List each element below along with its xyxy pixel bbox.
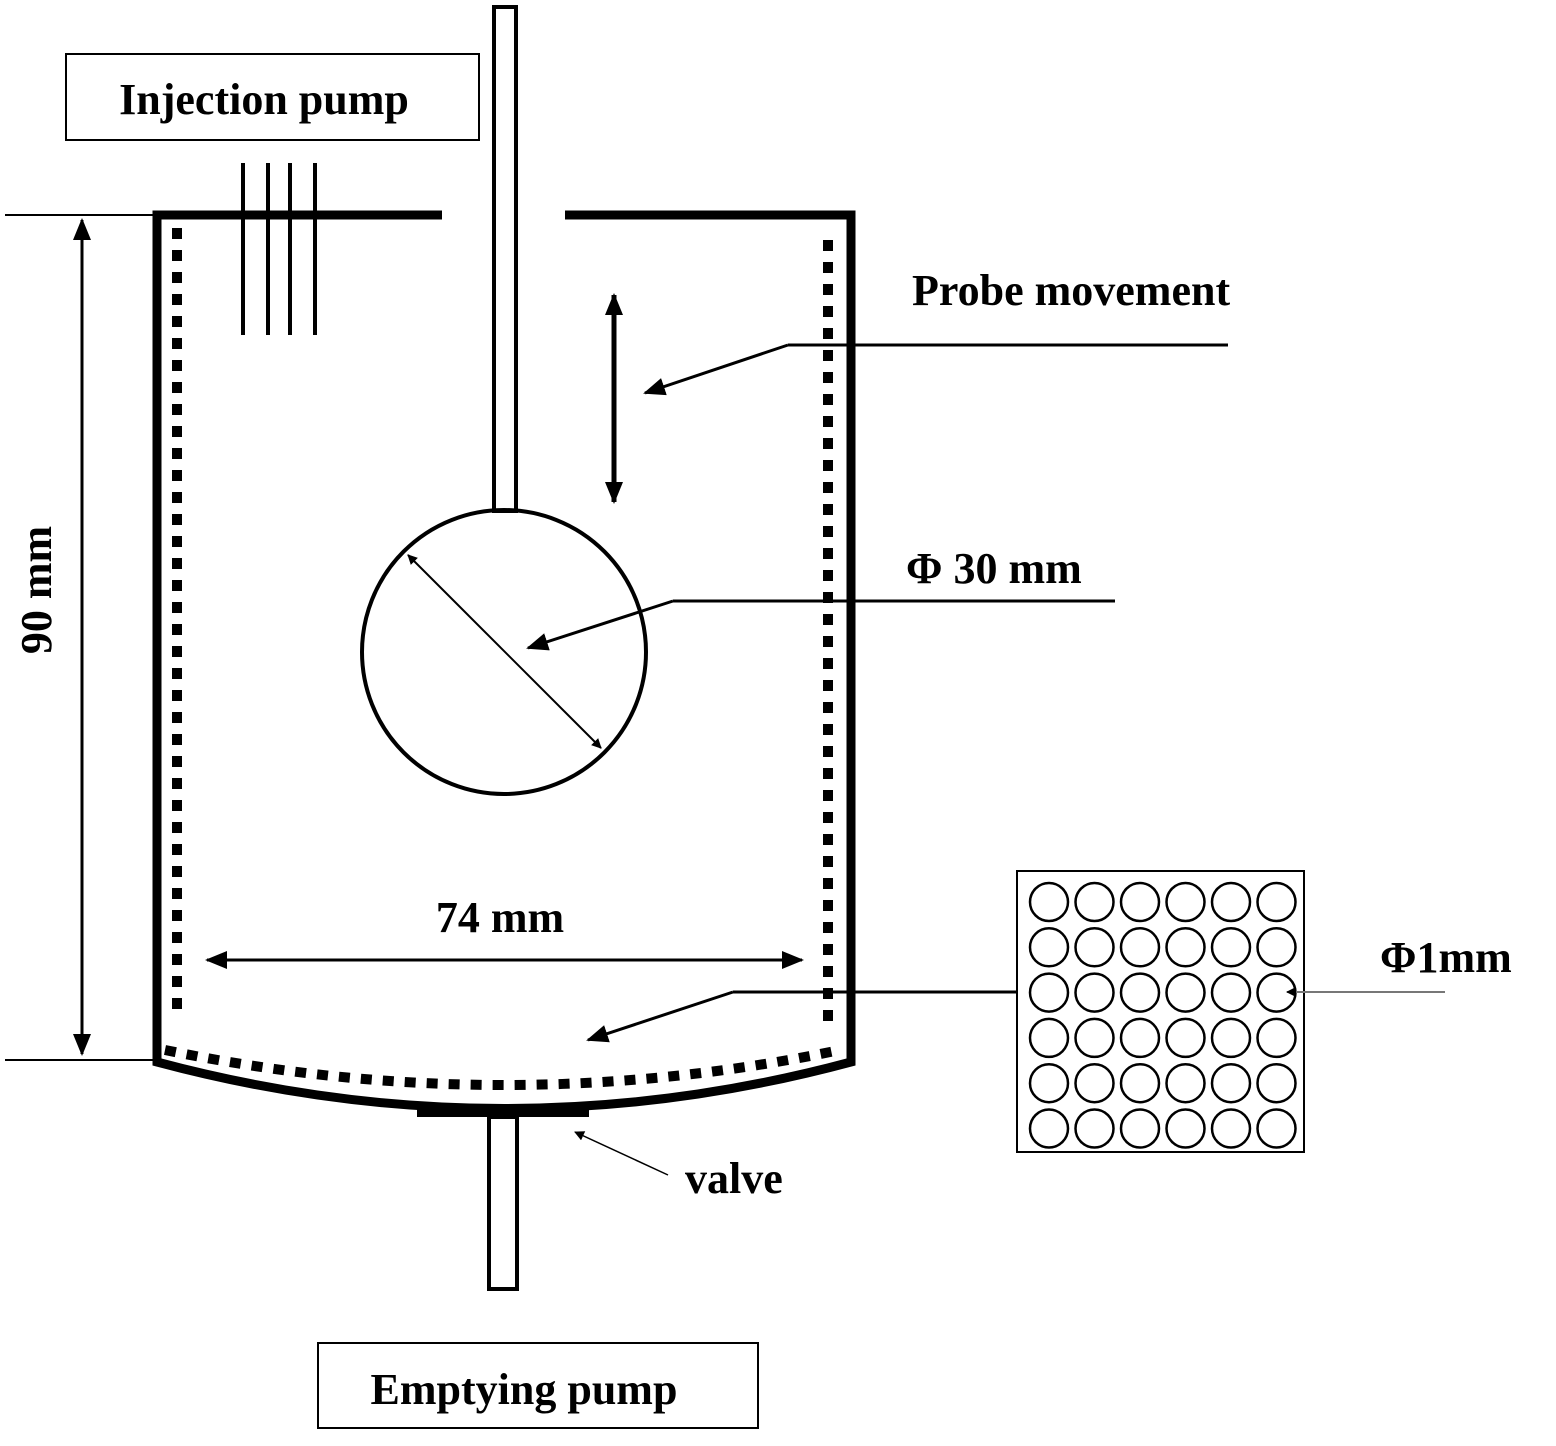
- plate-hole: [1165, 927, 1206, 968]
- plate-hole: [1119, 1062, 1161, 1104]
- plate-hole: [1210, 1062, 1252, 1104]
- emptying-pump-label: Emptying pump: [371, 1365, 678, 1414]
- plate-hole: [1256, 1017, 1297, 1059]
- probe-rod: [492, 5, 518, 513]
- plate-hole: [1256, 1108, 1297, 1149]
- plate-hole: [1028, 1108, 1070, 1149]
- plate-hole: [1256, 927, 1297, 968]
- drain-pipe: [487, 1115, 519, 1291]
- plate-hole: [1074, 1108, 1115, 1149]
- plate-hole: [1165, 1062, 1206, 1104]
- plate-hole: [1119, 881, 1161, 923]
- probe-movement-label: Probe movement: [912, 266, 1230, 315]
- valve-plate: [417, 1109, 589, 1117]
- perforated-plate-leader: [586, 990, 1017, 1043]
- plate-hole: [1074, 881, 1115, 923]
- plate-hole: [1165, 881, 1206, 923]
- height-dimension: [5, 214, 157, 1061]
- plate-hole: [1028, 1017, 1070, 1059]
- valve-leader: [574, 1131, 669, 1176]
- hole-diameter-label: Φ1mm: [1380, 933, 1512, 982]
- plate-hole: [1074, 972, 1115, 1013]
- perforated-plate-detail: [1016, 870, 1305, 1153]
- plate-hole: [1210, 881, 1252, 923]
- plate-hole: [1119, 972, 1161, 1013]
- plate-hole: [1074, 927, 1115, 968]
- probe-movement-leader: [643, 343, 1228, 396]
- sphere-diameter-arrow: [407, 554, 602, 749]
- plate-hole: [1119, 927, 1161, 968]
- plate-hole: [1165, 1108, 1206, 1149]
- plate-hole: [1165, 972, 1206, 1013]
- plate-hole: [1210, 1017, 1252, 1059]
- plate-hole: [1028, 927, 1070, 968]
- plate-hole: [1256, 1062, 1297, 1104]
- injection-pump-label: Injection pump: [119, 75, 409, 124]
- plate-hole: [1210, 1108, 1252, 1149]
- plate-hole: [1028, 881, 1070, 923]
- plate-hole: [1028, 972, 1070, 1013]
- plate-hole: [1074, 1062, 1115, 1104]
- container-wall: [152, 210, 856, 1113]
- height-label: 90 mm: [12, 526, 61, 654]
- width-label: 74 mm: [436, 893, 564, 942]
- plate-hole: [1210, 927, 1252, 968]
- valve-label: valve: [685, 1154, 783, 1203]
- plate-hole: [1119, 1108, 1161, 1149]
- plate-hole: [1119, 1017, 1161, 1059]
- injection-tubes: [241, 163, 317, 335]
- sphere-diameter-leader: [526, 599, 1115, 651]
- plate-holes: [1028, 881, 1297, 1149]
- probe-diameter-label: Φ 30 mm: [906, 544, 1082, 593]
- plate-hole: [1256, 881, 1297, 923]
- plate-hole: [1165, 1017, 1206, 1059]
- plate-hole: [1028, 1062, 1070, 1104]
- plate-hole: [1074, 1017, 1115, 1059]
- perforated-lining: [163, 228, 842, 1090]
- probe-sphere: [360, 508, 648, 796]
- emptying-pump-box: Emptying pump: [317, 1342, 759, 1429]
- injection-pump-box: Injection pump: [65, 53, 480, 141]
- plate-hole: [1210, 972, 1252, 1013]
